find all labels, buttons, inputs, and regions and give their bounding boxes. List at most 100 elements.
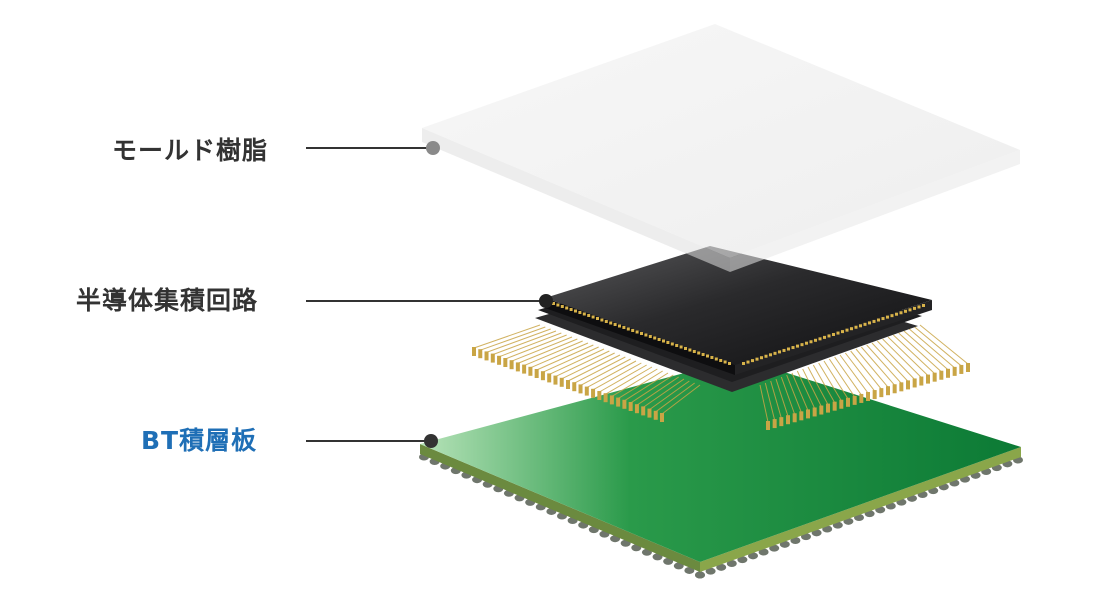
gold-pad xyxy=(755,357,759,361)
lead-pad xyxy=(846,397,850,407)
gold-pad xyxy=(622,326,626,329)
lead-pad xyxy=(559,377,564,387)
lead-wire xyxy=(586,360,637,389)
lead-wire xyxy=(473,324,541,349)
gold-pad xyxy=(872,319,876,323)
lead-wire xyxy=(498,332,562,358)
gold-pad xyxy=(591,315,595,319)
lead-pad xyxy=(660,413,664,422)
lead-pad xyxy=(584,386,589,396)
gold-pad xyxy=(609,321,613,325)
solder-ball xyxy=(748,552,758,560)
gold-pad xyxy=(662,339,665,343)
solder-ball xyxy=(673,562,684,570)
gold-pad xyxy=(635,330,639,334)
lead-wire xyxy=(567,354,621,382)
lead-wire xyxy=(866,344,902,384)
lead-wire xyxy=(898,332,942,373)
lead-pad xyxy=(932,372,937,382)
gold-pad xyxy=(742,362,745,365)
gold-pad xyxy=(922,304,925,307)
lead-pad xyxy=(572,382,577,392)
gold-pad xyxy=(904,309,907,313)
lead-pad xyxy=(603,393,608,403)
mold-left-side xyxy=(422,128,730,272)
gold-pad xyxy=(751,359,754,363)
leader-bt xyxy=(306,434,438,448)
gold-pad xyxy=(787,347,790,351)
lead-wire xyxy=(636,376,679,406)
gold-pad xyxy=(881,317,885,321)
lead-wire xyxy=(759,384,769,423)
gold-pad xyxy=(760,356,763,360)
gold-pad xyxy=(845,328,849,332)
lead-wire xyxy=(786,374,802,413)
lead-pad xyxy=(766,421,770,430)
lead-wire xyxy=(642,378,685,408)
solder-ball xyxy=(726,560,737,567)
lead-pad xyxy=(886,386,890,396)
gold-pad xyxy=(823,335,826,339)
lead-pad xyxy=(899,382,904,392)
lead-pad xyxy=(540,371,545,381)
lead-pad xyxy=(966,363,970,372)
lead-wire xyxy=(511,336,573,362)
lead-wire xyxy=(624,372,669,402)
lead-wire xyxy=(599,364,647,393)
gold-pad xyxy=(809,340,813,344)
ic-chip-top xyxy=(545,246,932,365)
lead-pad xyxy=(522,364,527,374)
lead-wire xyxy=(780,376,796,415)
gold-pad xyxy=(644,333,648,337)
lead-pad xyxy=(806,409,810,419)
ic-marker-dot xyxy=(539,294,553,308)
gold-pad xyxy=(569,308,573,311)
lead-wire xyxy=(796,370,816,409)
lead-wire xyxy=(839,354,869,394)
lead-wire xyxy=(818,362,842,401)
solder-ball xyxy=(663,557,674,565)
gold-pad xyxy=(814,338,817,342)
gold-pad xyxy=(653,336,657,340)
gold-pad xyxy=(859,324,862,328)
lead-pad xyxy=(812,407,817,417)
lead-wire xyxy=(561,352,615,380)
gold-pad xyxy=(613,323,617,326)
lead-wire xyxy=(574,356,626,384)
gold-pad xyxy=(578,311,582,314)
gold-pad xyxy=(863,322,867,326)
solder-ball xyxy=(779,540,790,548)
gold-pad xyxy=(791,346,795,350)
lead-wire xyxy=(828,358,856,398)
lead-wire xyxy=(605,366,653,395)
lead-pad xyxy=(509,360,514,370)
lead-wire xyxy=(548,348,605,375)
lead-wire xyxy=(530,342,589,369)
lead-pad xyxy=(591,388,596,398)
gold-pad xyxy=(675,344,679,347)
lead-pad xyxy=(879,388,884,398)
lead-wire xyxy=(523,340,583,367)
ic-lead-frame xyxy=(472,324,970,430)
gold-pad xyxy=(854,325,858,329)
gold-pad xyxy=(710,356,714,359)
lead-wire xyxy=(882,338,922,378)
gold-pad xyxy=(556,303,560,307)
lead-pad xyxy=(490,353,495,363)
lead-wire xyxy=(892,334,936,375)
semiconductor-ic xyxy=(472,246,970,430)
gold-pad xyxy=(764,354,768,358)
gold-pad xyxy=(841,330,844,334)
lead-pad xyxy=(616,397,621,407)
lead-wire xyxy=(823,360,849,400)
gold-pad xyxy=(657,338,661,341)
lead-wire xyxy=(661,384,701,415)
lead-pad xyxy=(946,368,950,378)
lead-wire xyxy=(855,348,889,388)
mold-marker-dot xyxy=(426,141,440,155)
board-left-side xyxy=(420,444,700,572)
lead-pad xyxy=(839,399,844,409)
lead-pad xyxy=(528,366,533,376)
leader-mold xyxy=(306,141,440,155)
solder-ball xyxy=(737,556,748,564)
